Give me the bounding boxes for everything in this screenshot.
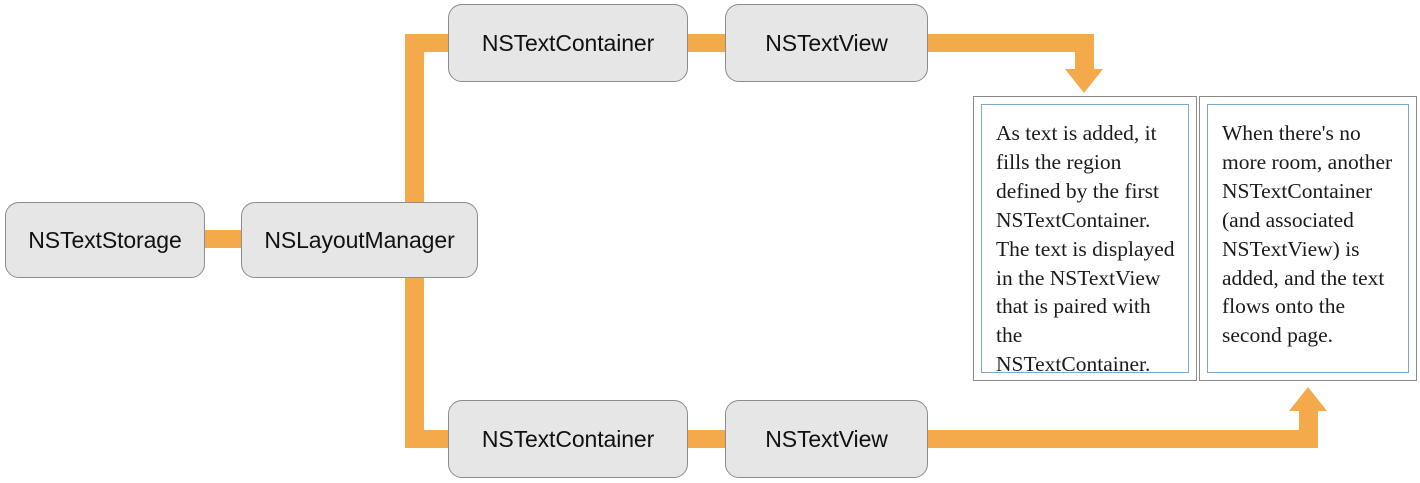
- connector-storage-to-layout: [198, 230, 246, 248]
- page-one: As text is added, it fills the region de…: [973, 96, 1197, 381]
- connector-down-shaft-page-one: [1075, 34, 1094, 71]
- node-text-view-top[interactable]: NSTextView: [725, 4, 928, 82]
- node-text-storage-label: NSTextStorage: [28, 226, 182, 253]
- connector-bottom-view-to-right: [920, 430, 1318, 448]
- connector-bottom-container-to-bottom-view: [680, 430, 734, 448]
- page-two-text: When there's no more room, another NSTex…: [1222, 121, 1393, 348]
- arrow-up-to-page-two: [1289, 387, 1327, 411]
- node-text-container-top[interactable]: NSTextContainer: [448, 4, 688, 82]
- node-text-view-bottom-label: NSTextView: [765, 425, 888, 452]
- connector-top-container-to-top-view: [680, 34, 734, 52]
- node-text-container-bottom[interactable]: NSTextContainer: [448, 400, 688, 478]
- node-text-view-top-label: NSTextView: [765, 29, 888, 56]
- page-two-inner: When there's no more room, another NSTex…: [1207, 104, 1409, 373]
- node-text-view-bottom[interactable]: NSTextView: [725, 400, 928, 478]
- page-two: When there's no more room, another NSTex…: [1199, 96, 1417, 381]
- node-layout-manager-label: NSLayoutManager: [264, 226, 455, 253]
- node-text-container-top-label: NSTextContainer: [481, 29, 655, 56]
- connector-trunk-to-top-container: [405, 34, 460, 52]
- connector-up-shaft-page-two: [1299, 410, 1318, 448]
- node-layout-manager[interactable]: NSLayoutManager: [241, 202, 478, 278]
- connector-top-view-to-right: [920, 34, 1086, 52]
- connector-trunk-to-bottom-container: [405, 430, 460, 448]
- page-one-text: As text is added, it fills the region de…: [996, 121, 1175, 377]
- page-one-inner: As text is added, it fills the region de…: [981, 104, 1189, 376]
- node-text-storage[interactable]: NSTextStorage: [5, 202, 205, 278]
- node-text-container-bottom-label: NSTextContainer: [481, 425, 655, 452]
- arrow-down-to-page-one: [1065, 69, 1103, 93]
